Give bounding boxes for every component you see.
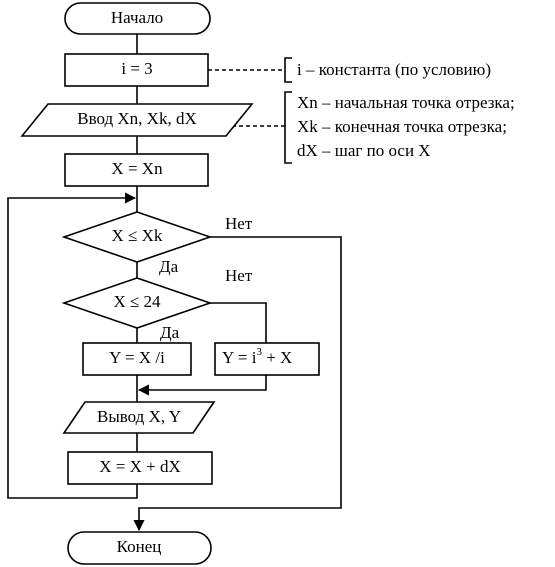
output-block: Вывод X, Y <box>62 401 216 434</box>
assign-x-block: X = Xn <box>64 153 209 187</box>
output-label: Вывод X, Y <box>97 407 181 426</box>
calc-no-block: Y = i3 + X <box>214 342 320 376</box>
decision-24-label: X ≤ 24 <box>113 292 161 311</box>
end-terminator: Конец <box>67 531 212 565</box>
yes-label-1: Да <box>159 257 179 276</box>
decision-24: X ≤ 24 <box>61 277 213 329</box>
annotation-connectors <box>208 57 292 164</box>
decision-loop-label: X ≤ Xk <box>112 226 163 245</box>
step-label: X = X + dX <box>99 457 181 476</box>
yes-label-2: Да <box>160 323 180 342</box>
step-block: X = X + dX <box>67 451 213 485</box>
note-xn: Xn – начальная точка отрезка; <box>297 93 515 112</box>
no-label-1: Нет <box>225 214 253 233</box>
decision-loop: X ≤ Xk <box>61 211 213 263</box>
end-label: Конец <box>117 537 162 556</box>
calc-yes-block: Y = X /i <box>82 342 192 376</box>
note-xk: Xk – конечная точка отрезка; <box>297 117 507 136</box>
no-label-2: Нет <box>225 266 253 285</box>
assign-x-label: X = Xn <box>111 159 163 178</box>
calc-yes-label: Y = X /i <box>109 348 165 367</box>
note-constant: i – константа (по условию) <box>297 60 491 79</box>
connector-lines <box>7 34 342 532</box>
start-label: Начало <box>111 8 163 27</box>
input-label: Ввод Xn, Xk, dX <box>77 109 197 128</box>
start-terminator: Начало <box>64 2 211 35</box>
note-dx: dX – шаг по оси X <box>297 141 431 160</box>
assign-i-label: i = 3 <box>121 59 152 78</box>
assign-i-block: i = 3 <box>64 53 209 87</box>
calc-no-label: Y = i3 + X <box>222 346 292 367</box>
input-block: Ввод Xn, Xk, dX <box>20 103 254 137</box>
